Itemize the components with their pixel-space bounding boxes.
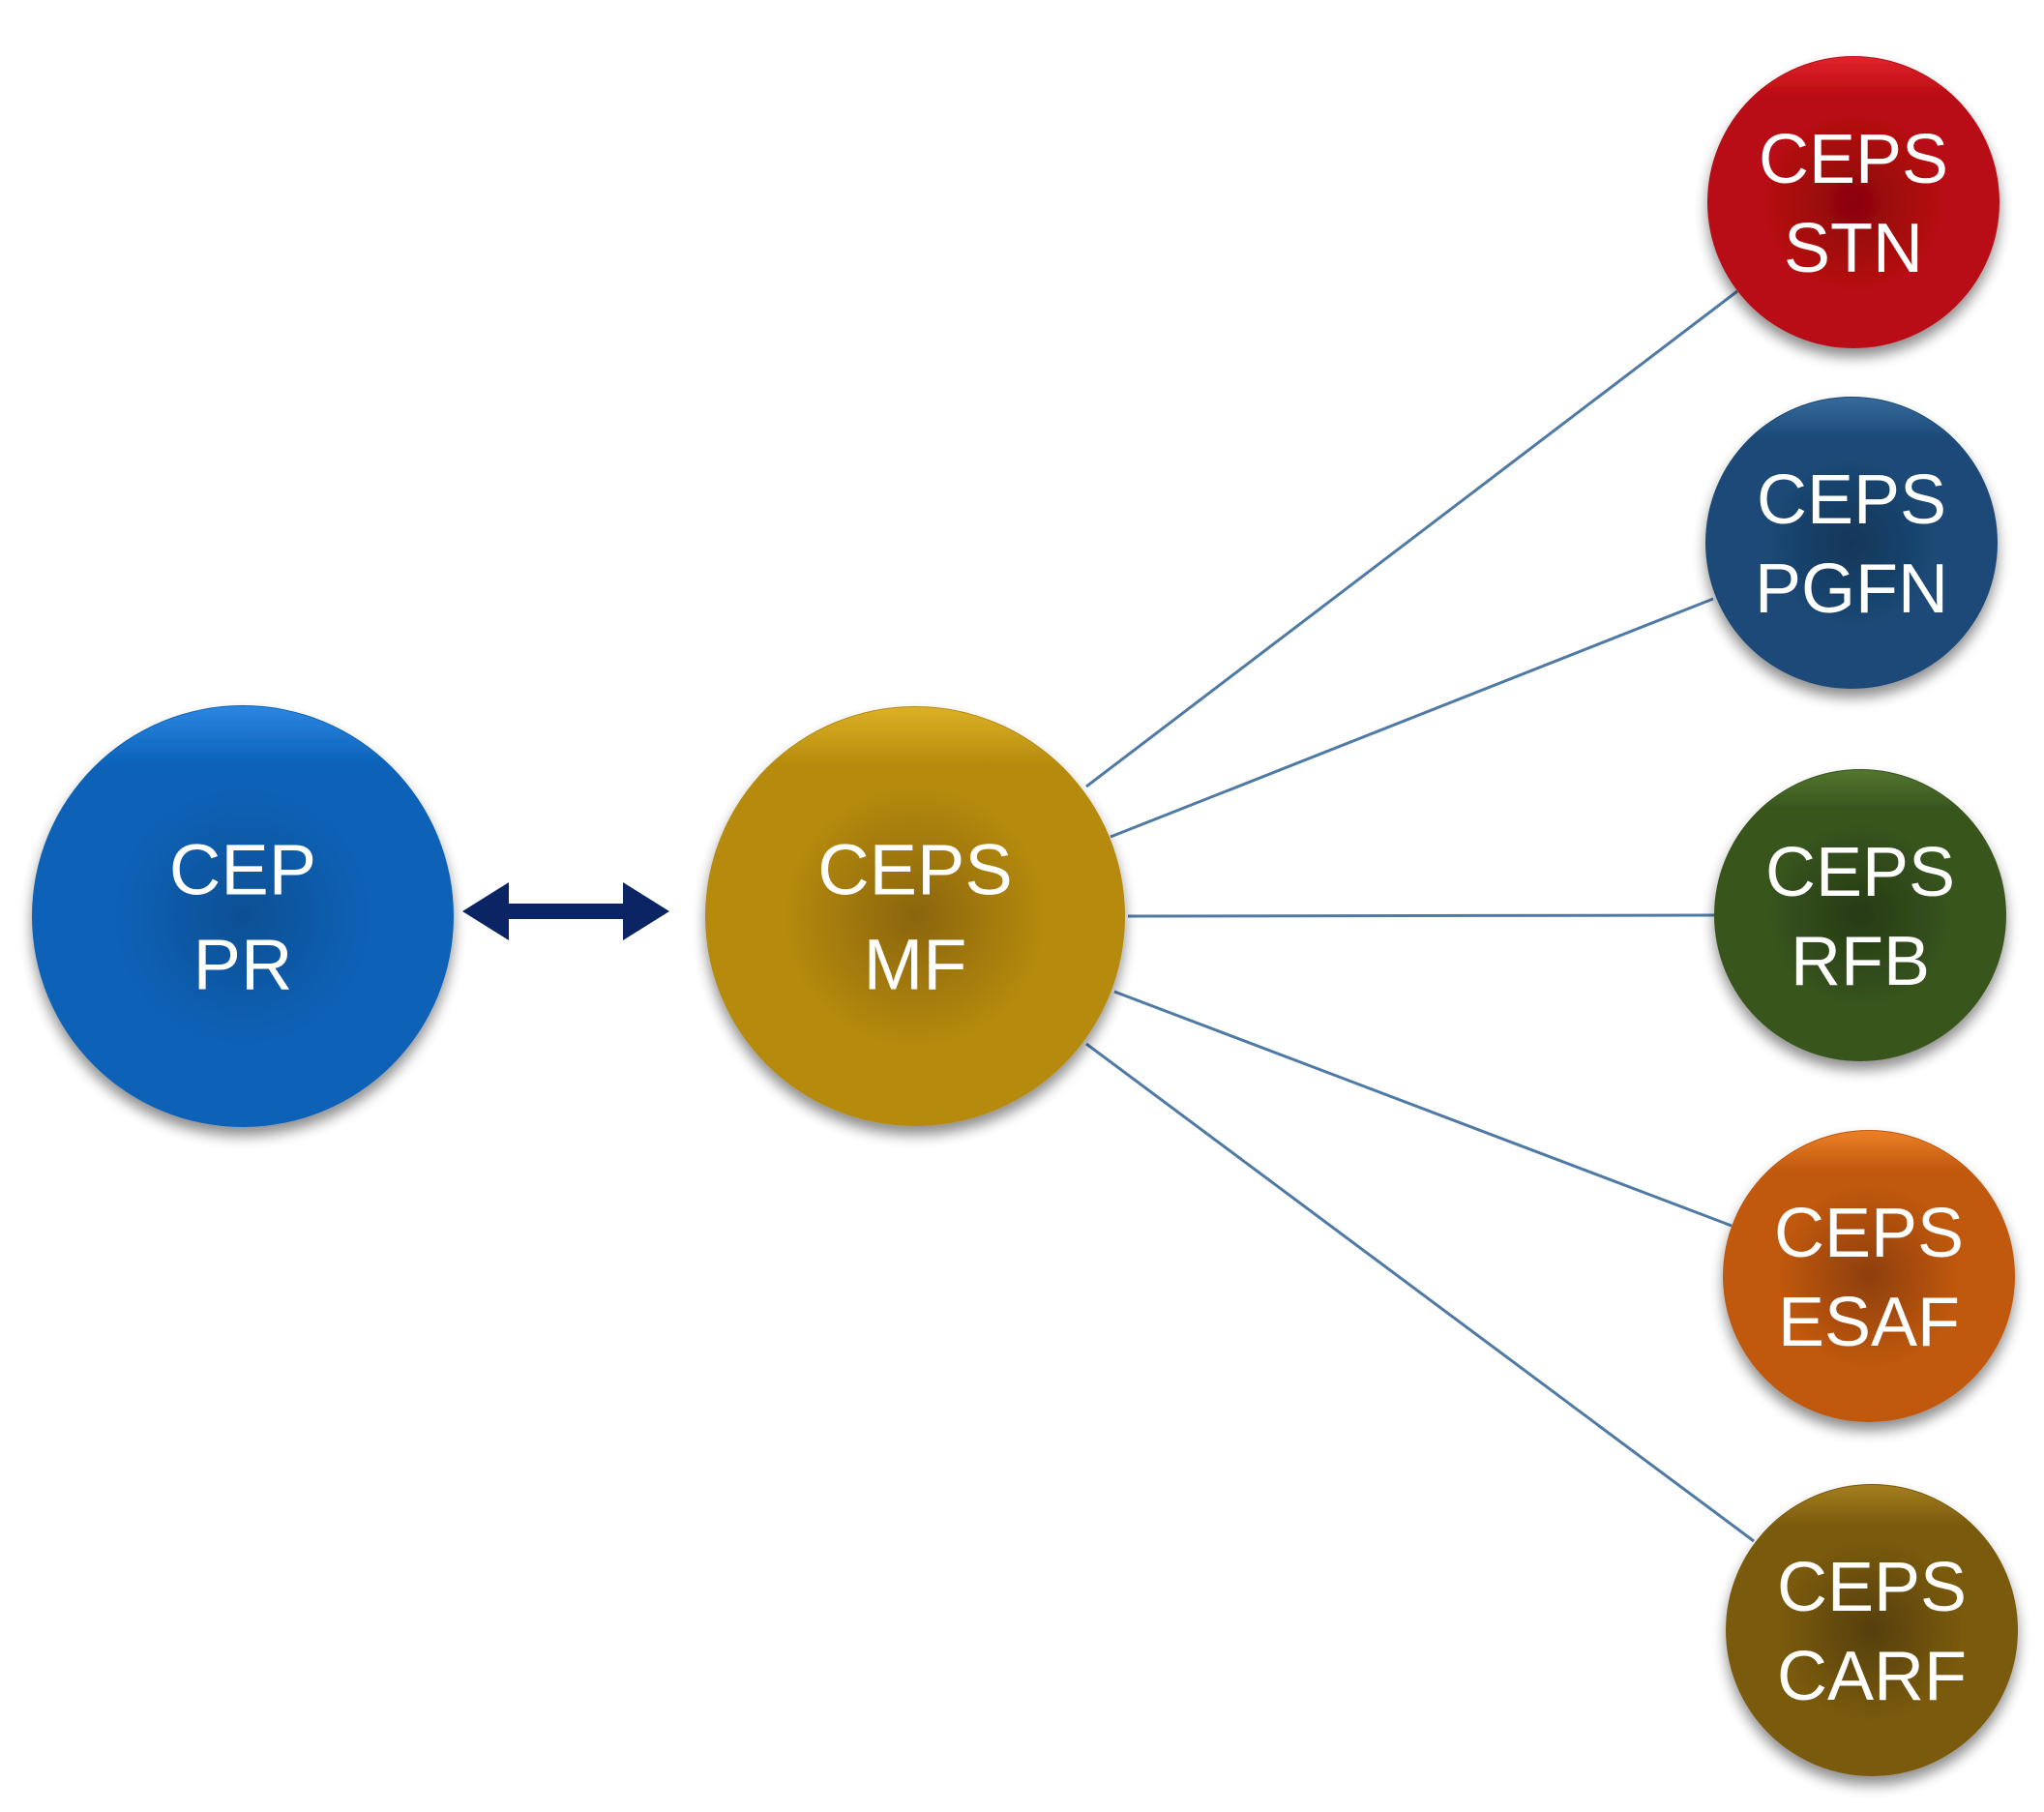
node-ceps-mf[interactable]: [705, 706, 1125, 1126]
edges-layer: [462, 289, 1755, 1543]
node-gloss: [33, 706, 453, 1126]
double-arrow-connector: [462, 882, 669, 940]
arrow-shaft: [507, 904, 625, 919]
node-ceps-stn[interactable]: [1707, 56, 2000, 348]
node-label-line: CEPS: [817, 830, 1013, 910]
connector-line-ceps-pgfn: [1110, 597, 1714, 839]
connector-line-ceps-stn: [1085, 289, 1738, 788]
connector-line-ceps-rfb: [1127, 913, 1716, 918]
node-label-line: CEPS: [1777, 1549, 1967, 1626]
node-ceps-carf[interactable]: [1726, 1484, 2018, 1776]
node-label-line: CARF: [1777, 1638, 1967, 1715]
node-gloss: [1727, 1485, 2017, 1775]
node-gloss: [1708, 57, 1999, 347]
node-label-line: ESAF: [1778, 1284, 1960, 1361]
connector-line-ceps-esaf: [1113, 990, 1733, 1228]
node-label-line: RFB: [1791, 923, 1930, 1000]
node-label-line: STN: [1784, 210, 1923, 287]
node-label-line: MF: [864, 925, 967, 1005]
node-gloss: [706, 707, 1124, 1125]
node-ceps-rfb[interactable]: [1714, 769, 2006, 1061]
node-gloss: [1724, 1131, 2014, 1421]
node-label-line: CEPS: [1759, 121, 1948, 198]
arrow-right-head-icon: [623, 882, 669, 940]
node-cep-pr[interactable]: [32, 705, 454, 1127]
node-label-line: CEP: [169, 830, 316, 910]
node-label-line: CEPS: [1765, 834, 1955, 911]
nodes-layer: CEP PR CEPS MF CEPS STN CEPS PGFN CEPS RFB CEPS ESA…: [32, 56, 2018, 1776]
node-label-line: PGFN: [1755, 550, 1948, 628]
node-gloss: [1715, 770, 2005, 1060]
node-ceps-pgfn[interactable]: [1705, 397, 1998, 689]
arrow-left-head-icon: [462, 882, 509, 940]
node-gloss: [1706, 398, 1997, 688]
node-label-line: CEPS: [1774, 1195, 1964, 1272]
node-label-line: PR: [193, 925, 293, 1005]
node-label-line: CEPS: [1757, 461, 1946, 539]
node-ceps-esaf[interactable]: [1723, 1130, 2015, 1422]
connector-line-ceps-carf: [1085, 1042, 1755, 1543]
